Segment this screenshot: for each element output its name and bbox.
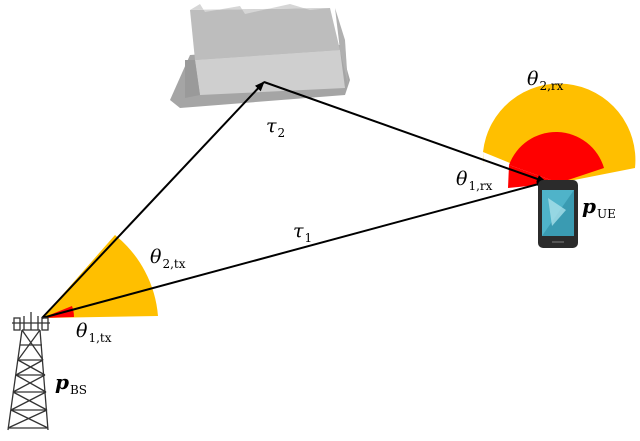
path-building-to-ue-arrow xyxy=(263,81,547,183)
base-station-tower-icon xyxy=(7,312,50,431)
theta1-tx-label: θ1,tx xyxy=(76,320,112,345)
path-bs-to-building-arrow xyxy=(41,81,265,319)
bs-sectors xyxy=(42,235,158,318)
tau2-label: τ2 xyxy=(266,115,286,140)
building-icon xyxy=(170,4,350,108)
theta2-rx-label: θ2,rx xyxy=(527,68,564,93)
path-los-arrow xyxy=(41,180,547,319)
smartphone-icon xyxy=(538,180,578,248)
p-ue-label: pUE xyxy=(582,194,616,221)
ue-inner-sector xyxy=(509,132,604,183)
ue-sectors xyxy=(483,83,636,188)
ue-outer-sector-bottom xyxy=(483,152,485,165)
theta1-rx-label: θ1,rx xyxy=(456,168,493,193)
propagation-paths xyxy=(41,81,547,319)
theta2-tx-label: θ2,tx xyxy=(150,246,186,271)
bs-outer-sector xyxy=(42,235,158,318)
tau1-label: τ1 xyxy=(293,220,313,245)
p-bs-label: pBS xyxy=(55,370,88,397)
